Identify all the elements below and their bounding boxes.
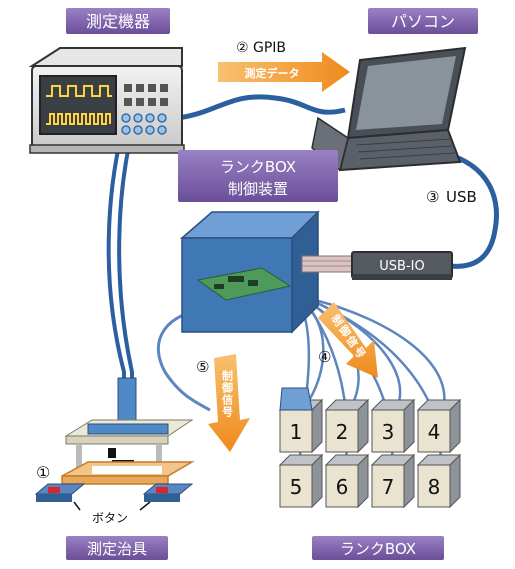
measurement-device-label-text: 測定機器: [86, 12, 150, 31]
rank-bin-5: 5: [278, 453, 324, 509]
gpib-arrow-text: 測定データ: [245, 66, 300, 80]
rank-bin-4: 4: [416, 398, 462, 454]
measurement-device-label: 測定機器: [66, 8, 170, 34]
rank-bin-2: 2: [324, 398, 370, 454]
rank-bin-label: 5: [290, 475, 303, 499]
test-jig-label-text: 測定治具: [87, 540, 147, 558]
jig-button-right: [142, 483, 194, 502]
gpib-arrow: ② GPIB 測定データ: [218, 40, 350, 92]
controller-label-line2: 制御装置: [228, 180, 288, 198]
pc-label: パソコン: [368, 8, 478, 34]
rank-bin-7: 7: [370, 453, 416, 509]
pc-label-text: パソコン: [391, 12, 455, 31]
oscilloscope-screen: [39, 75, 117, 135]
jig-button-left: [34, 483, 86, 502]
control-signal-number: ⑤: [196, 358, 209, 376]
laptop-pc: [311, 46, 467, 172]
usb-connection-label: ③ USB: [426, 188, 477, 206]
rank-bin-label: 7: [382, 475, 395, 499]
test-jig: ボタン ①: [34, 377, 195, 525]
control-signal-arrow: 制御信号 ⑤: [196, 354, 250, 452]
usb-number: ③: [426, 188, 439, 206]
rank-box-label: ランクBOX: [312, 536, 444, 560]
rank-bin-3: 3: [370, 398, 416, 454]
rank-bin-6: 6: [324, 453, 370, 509]
rank-bin-8: 8: [416, 453, 462, 509]
rank-bin-1: 1: [278, 387, 324, 454]
rank-bin-label: 3: [382, 420, 395, 444]
usb-io-module: USB-IO: [301, 251, 453, 280]
test-jig-label: 測定治具: [66, 536, 168, 560]
gpib-label: GPIB: [253, 40, 286, 56]
rank-box-controller-label: ランクBOX 制御装置: [178, 150, 338, 202]
rank-bin-label: 2: [336, 420, 349, 444]
measurement-device: [28, 47, 185, 154]
jig-button-label: ボタン: [92, 511, 128, 525]
usb-io-label: USB-IO: [379, 259, 424, 274]
usb-label: USB: [446, 188, 477, 206]
jig-number: ①: [36, 463, 50, 482]
rank-box-controller: [179, 210, 320, 334]
rank-box-label-text: ランクBOX: [340, 540, 416, 558]
rank-bins: 1 2 3 4 5 6 7 8: [278, 387, 462, 509]
rank-bin-label: 4: [428, 420, 441, 444]
gpib-number: ②: [236, 40, 249, 56]
controller-label-line1: ランクBOX: [220, 158, 296, 176]
rank-bin-label: 1: [290, 420, 303, 444]
rank-bin-label: 8: [428, 475, 441, 499]
rank-bin-label: 6: [336, 475, 349, 499]
rank-signal-number: ④: [318, 348, 331, 366]
control-signal-arrow-text: 制御信号: [221, 369, 235, 418]
